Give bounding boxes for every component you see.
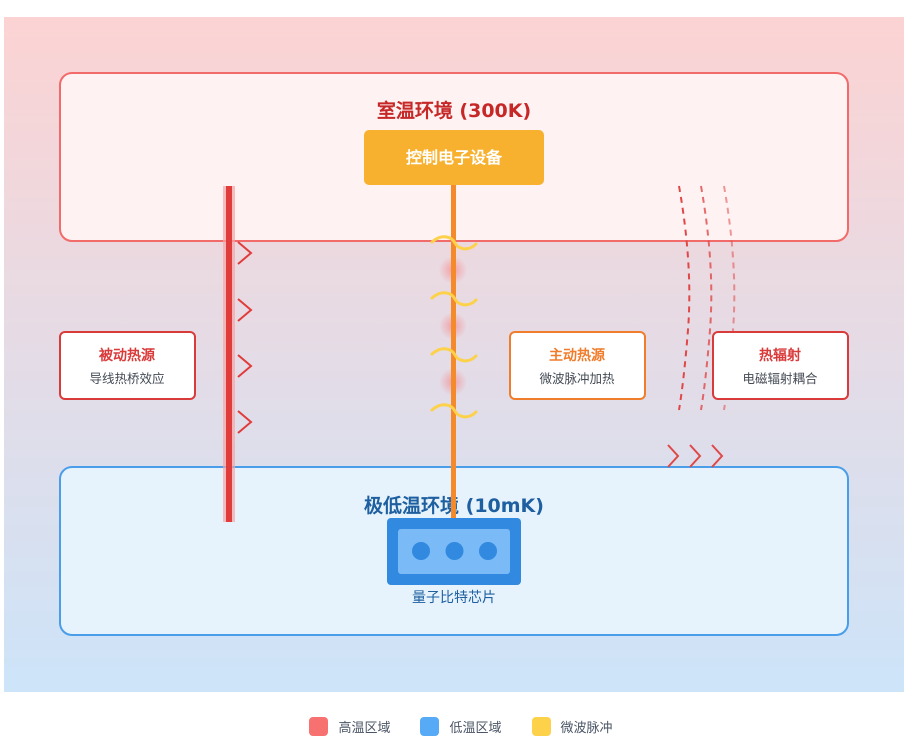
legend-label: 低温区域 — [449, 720, 502, 736]
microwave-wave-icon — [430, 347, 478, 363]
heat-source-subtitle: 电磁辐射耦合 — [742, 371, 818, 386]
qubit-dot — [479, 542, 497, 560]
qubit-chip: 量子比特芯片 — [387, 518, 521, 606]
heat-source-subtitle: 导线热桥效应 — [89, 371, 164, 386]
legend-item-cold: 低温区域 — [420, 716, 502, 736]
heat-flow-chevron-icon — [237, 298, 253, 322]
thermal-bridge-wire — [223, 186, 253, 522]
legend-label: 高温区域 — [338, 720, 391, 736]
control-electronics-box: 控制电子设备 — [364, 130, 544, 185]
legend-label: 微波脉冲 — [560, 720, 613, 736]
microwave-wave-icon — [430, 291, 478, 307]
qubit-chip-label: 量子比特芯片 — [412, 590, 496, 606]
hot-swatch-icon — [309, 716, 329, 736]
legend-item-hot: 高温区域 — [309, 716, 391, 736]
heat-source-title: 被动热源 — [99, 347, 155, 364]
microwave-line — [430, 185, 478, 522]
radiation-arrows — [667, 444, 724, 468]
room-temperature-title: 室温环境 (300K) — [377, 99, 531, 122]
heat-source-title: 主动热源 — [549, 347, 605, 364]
cold-swatch-icon — [420, 716, 440, 736]
heat-flow-chevron-icon — [237, 410, 253, 434]
radiation-wave-line — [700, 185, 713, 411]
heat-source-subtitle: 微波脉冲加热 — [539, 371, 615, 386]
microwave-wave-icon — [430, 235, 478, 251]
heat-source-title: 热辐射 — [759, 347, 801, 364]
radiation-chevron-icon — [711, 444, 724, 468]
qubit-dot — [445, 542, 464, 560]
heat-flow-chevron-icon — [237, 241, 253, 265]
qubit-dot — [412, 542, 430, 560]
legend: 高温区域 低温区域 微波脉冲 — [0, 713, 922, 739]
radiation-chevron-icon — [689, 444, 702, 468]
legend-item-microwave: 微波脉冲 — [531, 716, 613, 736]
heat-source-passive: 被动热源 导线热桥效应 — [59, 331, 196, 400]
microwave-swatch-icon — [531, 716, 551, 736]
radiation-chevron-icon — [667, 444, 680, 468]
microwave-wave-icon — [430, 403, 478, 419]
radiation-wave-line — [678, 185, 691, 411]
heat-source-active: 主动热源 微波脉冲加热 — [509, 331, 646, 400]
control-electronics-label: 控制电子设备 — [406, 148, 503, 167]
heat-source-radiation: 热辐射 电磁辐射耦合 — [712, 331, 849, 400]
heat-flow-chevron-icon — [237, 354, 253, 378]
